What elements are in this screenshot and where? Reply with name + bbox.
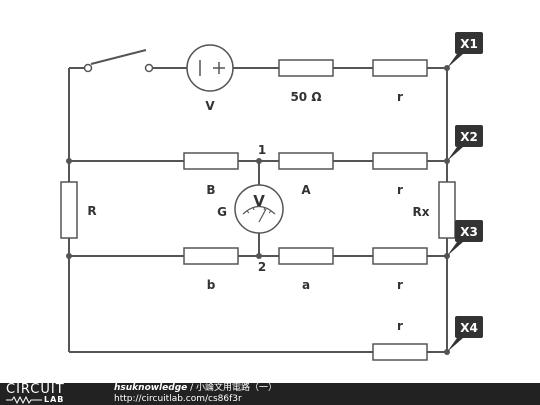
galvanometer xyxy=(234,184,284,234)
terminal-label: X2 xyxy=(460,130,478,144)
resistor-A-label: A xyxy=(301,183,311,197)
node-1-label: 1 xyxy=(258,143,266,157)
junction-dot xyxy=(66,158,72,164)
resistor-r-x4-label: r xyxy=(397,319,403,333)
resistor-R-label: R xyxy=(87,204,96,218)
resistor-a-label: a xyxy=(302,278,310,292)
resistor-r-x3-label: r xyxy=(397,278,403,292)
resistor-r-top xyxy=(372,59,428,77)
resistor-r-x3 xyxy=(372,247,428,265)
resistor-r-x2 xyxy=(372,152,428,170)
resistor-Rx-label: Rx xyxy=(413,205,430,219)
resistor-r-top-label: r xyxy=(397,90,403,104)
junction-dot xyxy=(66,253,72,259)
galvanometer-circle xyxy=(234,184,284,234)
switch-contact-left xyxy=(83,63,93,73)
terminal-x2: X2 xyxy=(447,125,483,161)
voltage-source-label: V xyxy=(205,99,215,113)
scale-tick-icon xyxy=(263,206,266,211)
footer-title-line: hsuknowledge / 小論文用電路（一） xyxy=(114,383,277,394)
galvanometer-scale-arc xyxy=(242,205,276,215)
scale-tick-icon xyxy=(246,210,250,214)
circuitlab-logo[interactable]: CIRCUIT LAB xyxy=(6,383,106,405)
resistor-zigzag-icon xyxy=(6,396,42,404)
scale-tick-icon xyxy=(268,210,272,214)
voltage-source xyxy=(186,44,234,92)
resistor-B-label: B xyxy=(206,183,215,197)
terminal-x1: X1 xyxy=(447,32,483,68)
terminal-tag xyxy=(455,125,483,147)
galvanometer-label: G xyxy=(217,205,227,219)
switch xyxy=(83,63,154,73)
scale-tick-icon xyxy=(252,206,255,211)
logo-text-circuit: CIRCUIT xyxy=(6,382,65,397)
terminal-tag xyxy=(455,32,483,54)
terminal-x4: X4 xyxy=(447,316,483,352)
circuit-diagram: X1 X2 X3 X4 V 50 Ω r 1 B A r R G V Rx 2 … xyxy=(60,32,483,361)
node-2-label: 2 xyxy=(258,260,266,274)
resistor-b-label: b xyxy=(207,278,216,292)
terminal-x3: X3 xyxy=(447,220,483,256)
resistor-50ohm xyxy=(278,59,334,77)
resistor-b xyxy=(183,247,239,265)
junction-dot xyxy=(256,158,262,164)
galvanometer-needle xyxy=(258,208,267,223)
resistor-A xyxy=(278,152,334,170)
resistor-Rx xyxy=(438,181,456,239)
footer-url[interactable]: http://circuitlab.com/cs86f3r xyxy=(114,394,242,404)
terminal-tag xyxy=(455,220,483,242)
resistor-r-x2-label: r xyxy=(397,183,403,197)
terminal-tag xyxy=(455,316,483,338)
terminal-label: X4 xyxy=(460,321,478,335)
voltage-source-circle xyxy=(186,44,234,92)
footer-circuit-title: 小論文用電路（一） xyxy=(196,383,278,393)
resistor-50ohm-label: 50 Ω xyxy=(290,90,321,104)
footer-separator: / xyxy=(187,383,197,393)
resistor-a xyxy=(278,247,334,265)
footer-bar: CIRCUIT LAB hsuknowledge / 小論文用電路（一） htt… xyxy=(0,383,540,405)
footer-username[interactable]: hsuknowledge xyxy=(114,383,188,393)
logo-text-lab: LAB xyxy=(44,395,65,404)
terminal-label: X3 xyxy=(460,225,478,239)
junction-dot xyxy=(256,253,262,259)
galvanometer-symbol: V xyxy=(253,192,265,210)
resistor-R xyxy=(60,181,78,239)
switch-contact-right xyxy=(144,63,154,73)
resistor-r-x4 xyxy=(372,343,428,361)
terminal-label: X1 xyxy=(460,37,478,51)
resistor-B xyxy=(183,152,239,170)
